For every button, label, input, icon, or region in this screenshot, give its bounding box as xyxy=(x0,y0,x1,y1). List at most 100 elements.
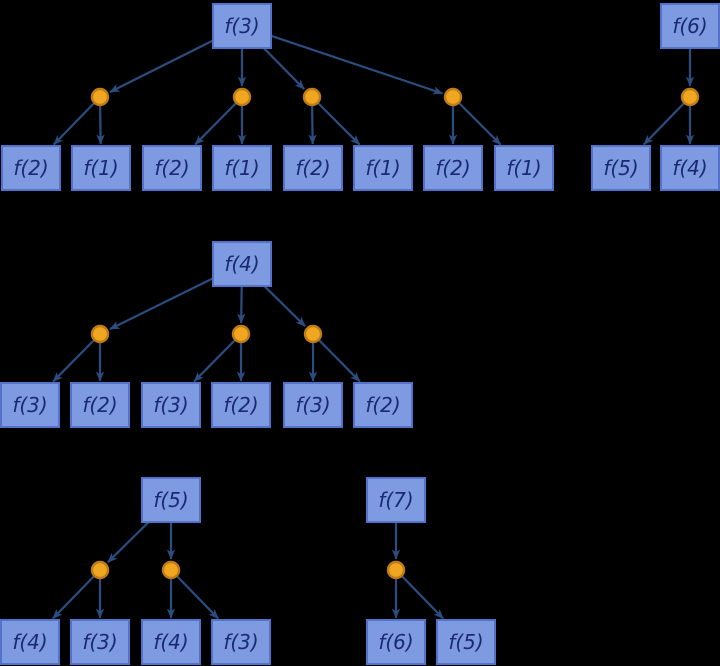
branch-node-dot xyxy=(443,87,463,107)
call-edge-arrow xyxy=(52,333,101,383)
call-node-f5: f(5) xyxy=(436,619,496,665)
branch-node-dot xyxy=(232,87,252,107)
call-node-f1: f(1) xyxy=(353,145,413,191)
call-edge-arrow xyxy=(452,96,502,146)
call-node-label: f(7) xyxy=(378,488,413,512)
call-node-f3: f(3) xyxy=(212,3,272,49)
call-node-box xyxy=(211,382,271,428)
call-node-f2: f(2) xyxy=(283,145,343,191)
call-node-box xyxy=(212,241,272,287)
branch-node-dot xyxy=(90,87,110,107)
call-node-label: f(2) xyxy=(435,156,470,180)
call-node-label: f(3) xyxy=(153,393,188,417)
call-edge-arrow xyxy=(312,333,361,383)
call-edge-arrow xyxy=(642,96,691,146)
call-node-label: f(1) xyxy=(365,156,400,180)
call-node-f2: f(2) xyxy=(211,382,271,428)
branch-node-dot xyxy=(231,324,251,344)
call-node-box xyxy=(660,145,720,191)
call-node-label: f(2) xyxy=(154,156,189,180)
call-node-f2: f(2) xyxy=(423,145,483,191)
call-node-f2: f(2) xyxy=(353,382,413,428)
call-node-f4: f(4) xyxy=(141,619,201,665)
call-node-f4: f(4) xyxy=(212,241,272,287)
branch-node-dot xyxy=(386,560,406,580)
call-node-box xyxy=(660,3,720,49)
call-node-box xyxy=(591,145,651,191)
call-node-f2: f(2) xyxy=(142,145,202,191)
call-node-f1: f(1) xyxy=(494,145,554,191)
call-node-box xyxy=(141,477,201,523)
call-edge-arrow xyxy=(193,333,242,383)
call-edge-arrow xyxy=(395,569,445,620)
call-edge-arrow xyxy=(241,24,444,95)
branch-node-dot xyxy=(161,560,181,580)
call-node-label: f(3) xyxy=(82,630,117,654)
call-node-box xyxy=(212,3,272,49)
call-node-box xyxy=(353,145,413,191)
call-node-box xyxy=(0,619,60,665)
call-node-box xyxy=(494,145,554,191)
branch-node-dot xyxy=(90,324,110,344)
call-node-label: f(2) xyxy=(365,393,400,417)
call-edge-arrow xyxy=(170,569,220,620)
call-node-label: f(6) xyxy=(378,630,413,654)
call-node-f6: f(6) xyxy=(366,619,426,665)
call-node-label: f(4) xyxy=(672,156,707,180)
call-node-box xyxy=(142,145,202,191)
call-node-box xyxy=(0,382,60,428)
branch-node-dot xyxy=(680,87,700,107)
call-node-f5: f(5) xyxy=(141,477,201,523)
call-node-box xyxy=(283,145,343,191)
call-node-f5: f(5) xyxy=(591,145,651,191)
call-node-label: f(3) xyxy=(224,14,259,38)
call-node-f3: f(3) xyxy=(0,382,60,428)
call-node-box xyxy=(141,382,201,428)
call-node-f3: f(3) xyxy=(283,382,343,428)
call-node-f1: f(1) xyxy=(212,145,272,191)
call-node-box xyxy=(436,619,496,665)
call-node-f2: f(2) xyxy=(70,382,130,428)
call-node-label: f(1) xyxy=(506,156,541,180)
call-node-box xyxy=(212,145,272,191)
call-node-box xyxy=(366,477,426,523)
call-node-label: f(4) xyxy=(224,252,259,276)
call-node-box xyxy=(71,145,131,191)
call-node-label: f(5) xyxy=(153,488,188,512)
call-node-box xyxy=(70,619,130,665)
call-node-box xyxy=(1,145,61,191)
call-node-label: f(1) xyxy=(83,156,118,180)
call-node-box xyxy=(141,619,201,665)
call-node-f7: f(7) xyxy=(366,477,426,523)
call-node-f4: f(4) xyxy=(660,145,720,191)
call-node-box xyxy=(353,382,413,428)
call-edge-arrow xyxy=(194,96,243,146)
call-node-label: f(2) xyxy=(223,393,258,417)
call-node-f1: f(1) xyxy=(71,145,131,191)
call-node-label: f(4) xyxy=(153,630,188,654)
call-node-box xyxy=(211,619,271,665)
call-node-box xyxy=(70,382,130,428)
call-node-label: f(1) xyxy=(224,156,259,180)
call-node-label: f(2) xyxy=(295,156,330,180)
call-node-box xyxy=(283,382,343,428)
call-edge-arrow xyxy=(52,96,101,146)
call-node-label: f(2) xyxy=(82,393,117,417)
branch-node-dot xyxy=(302,87,322,107)
branch-node-dot xyxy=(303,324,323,344)
call-node-label: f(3) xyxy=(295,393,330,417)
call-node-f4: f(4) xyxy=(0,619,60,665)
call-node-label: f(3) xyxy=(223,630,258,654)
call-node-label: f(5) xyxy=(603,156,638,180)
call-node-f6: f(6) xyxy=(660,3,720,49)
call-node-f2: f(2) xyxy=(1,145,61,191)
call-node-f3: f(3) xyxy=(211,619,271,665)
call-node-f3: f(3) xyxy=(141,382,201,428)
call-node-box xyxy=(366,619,426,665)
call-node-label: f(2) xyxy=(13,156,48,180)
call-edge-arrow xyxy=(311,96,361,146)
call-node-label: f(3) xyxy=(12,393,47,417)
call-edge-arrow xyxy=(51,569,101,620)
